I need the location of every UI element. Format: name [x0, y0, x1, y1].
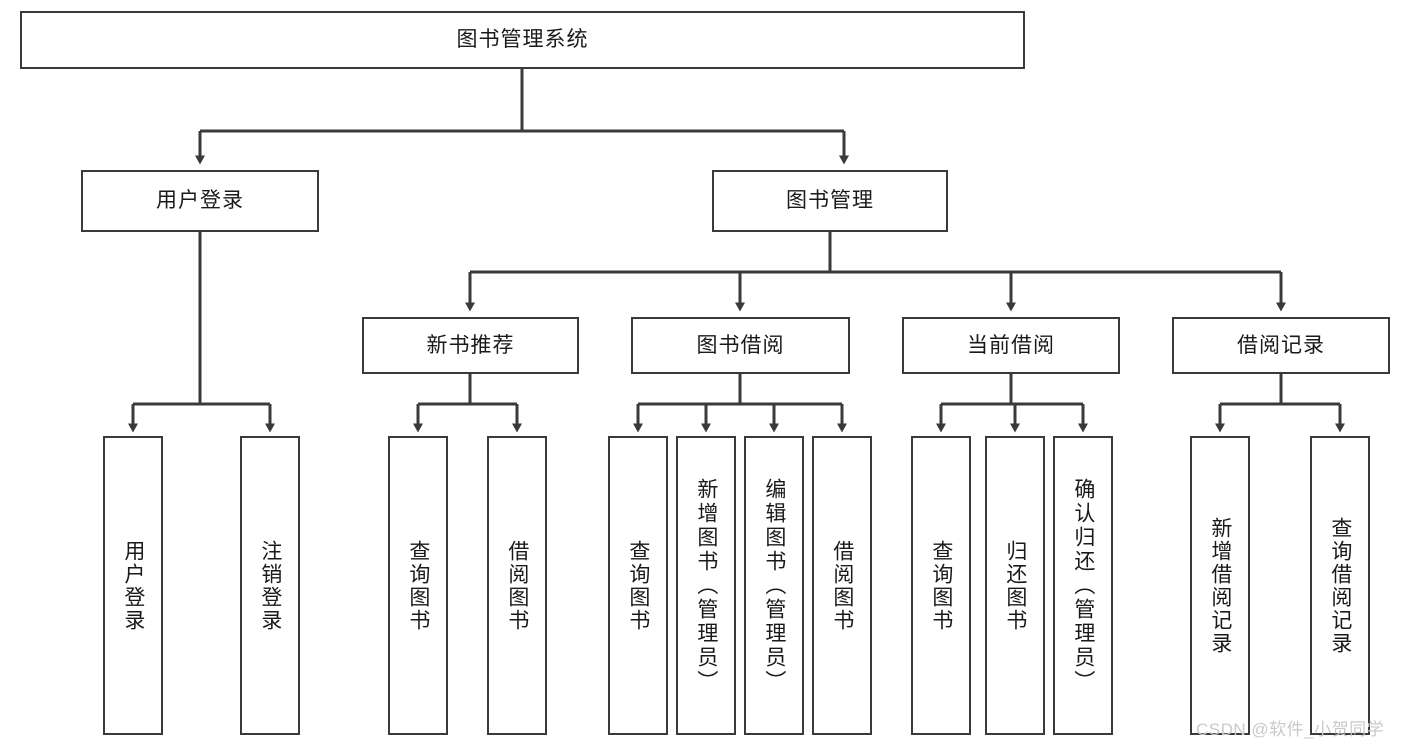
csdn-watermark: CSDN @软件_小贺同学: [1196, 720, 1385, 739]
node-user-login[interactable]: 用户登录: [81, 170, 319, 232]
node-borrow-record[interactable]: 借阅记录: [1172, 317, 1390, 374]
edge-group-borrow-record: [1215, 374, 1345, 433]
leaf-add-book[interactable]: 新增图书（管理员）: [676, 436, 736, 735]
leaf-logout-label: 注销登录: [258, 539, 282, 632]
leaf-user-login-label: 用户登录: [121, 539, 145, 632]
node-new-book-rec-label: 新书推荐: [426, 333, 515, 357]
node-book-manage[interactable]: 图书管理: [712, 170, 948, 232]
edge-group-book-borrow: [633, 374, 847, 433]
leaf-return-book-label: 归还图书: [1003, 539, 1027, 632]
leaf-return-book[interactable]: 归还图书: [985, 436, 1045, 735]
node-root-label: 图书管理系统: [456, 28, 589, 52]
leaf-query-record-label: 查询借阅记录: [1328, 516, 1352, 655]
node-root[interactable]: 图书管理系统: [20, 11, 1025, 69]
leaf-borrow-book-2[interactable]: 借阅图书: [812, 436, 872, 735]
leaf-add-record[interactable]: 新增借阅记录: [1190, 436, 1250, 735]
node-new-book-rec[interactable]: 新书推荐: [362, 317, 579, 374]
edge-group-current-borrow: [936, 374, 1088, 433]
edge-group-book-manage: [465, 232, 1286, 312]
leaf-borrow-book-1[interactable]: 借阅图书: [487, 436, 547, 735]
leaf-borrow-book-2-label: 借阅图书: [830, 539, 854, 632]
node-book-borrow[interactable]: 图书借阅: [631, 317, 850, 374]
leaf-query-book-1[interactable]: 查询图书: [388, 436, 448, 735]
leaf-confirm-return-label: 确认归还（管理员）: [1071, 477, 1095, 694]
leaf-query-book-3[interactable]: 查询图书: [911, 436, 971, 735]
edge-group-new-book-rec: [413, 374, 522, 433]
node-current-borrow-label: 当前借阅: [967, 333, 1055, 357]
leaf-query-book-3-label: 查询图书: [929, 539, 953, 632]
node-user-login-label: 用户登录: [156, 189, 244, 213]
leaf-edit-book-label: 编辑图书（管理员）: [762, 477, 786, 694]
node-book-borrow-label: 图书借阅: [696, 333, 785, 357]
leaf-add-book-label: 新增图书（管理员）: [694, 477, 718, 694]
leaf-borrow-book-1-label: 借阅图书: [505, 539, 529, 632]
leaf-logout[interactable]: 注销登录: [240, 436, 300, 735]
leaf-query-book-2-label: 查询图书: [626, 539, 650, 632]
leaf-edit-book[interactable]: 编辑图书（管理员）: [744, 436, 804, 735]
leaf-add-record-label: 新增借阅记录: [1208, 516, 1232, 655]
node-book-manage-label: 图书管理: [786, 189, 874, 213]
leaf-query-book-2[interactable]: 查询图书: [608, 436, 668, 735]
edge-group-root: [195, 69, 849, 165]
node-current-borrow[interactable]: 当前借阅: [902, 317, 1120, 374]
leaf-query-record[interactable]: 查询借阅记录: [1310, 436, 1370, 735]
leaf-query-book-1-label: 查询图书: [406, 539, 430, 632]
edge-group-user-login: [128, 232, 275, 433]
leaf-confirm-return[interactable]: 确认归还（管理员）: [1053, 436, 1113, 735]
leaf-user-login[interactable]: 用户登录: [103, 436, 163, 735]
node-borrow-record-label: 借阅记录: [1237, 333, 1325, 357]
